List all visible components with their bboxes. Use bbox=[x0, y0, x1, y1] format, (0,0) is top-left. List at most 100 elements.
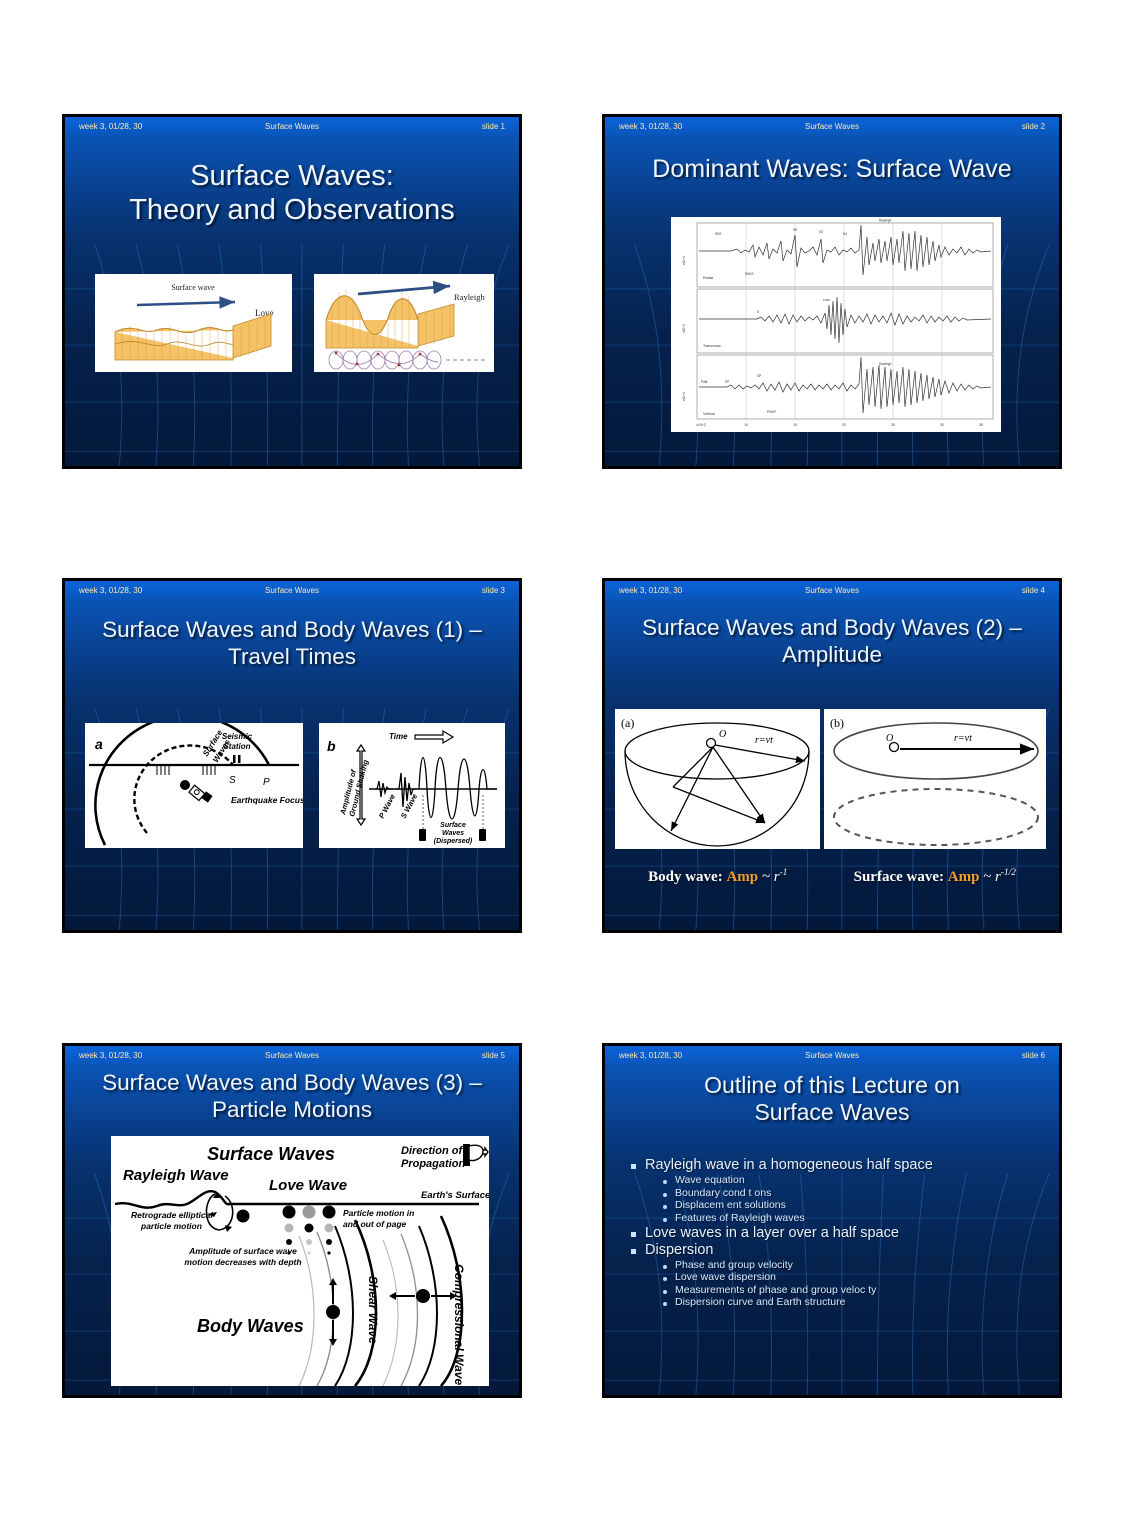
slide-title: Surface Waves: Theory and Observations bbox=[73, 159, 511, 227]
slide-header: week 3, 01/28, 30 Surface Waves slide 2 bbox=[605, 117, 1059, 135]
outline-subitem-1-4[interactable]: Features of Rayleigh waves bbox=[623, 1212, 1049, 1224]
surface-wave-exponent: -1/2 bbox=[1000, 868, 1016, 878]
header-left: week 3, 01/28, 30 bbox=[619, 121, 683, 131]
label-earthquake-focus: Earthquake Focus bbox=[231, 795, 303, 805]
slide-title-line-1: Outline of this Lecture on bbox=[704, 1072, 960, 1098]
slide-header: week 3, 01/28, 30 Surface Waves slide 4 bbox=[605, 581, 1059, 599]
phase-label-pdiff: Pdiff bbox=[701, 380, 707, 384]
outline-subitem-label: Wave equation bbox=[675, 1174, 745, 1186]
outline-subitem-label: Features of Rayleigh waves bbox=[675, 1211, 805, 1224]
dot-bullet-icon bbox=[663, 1302, 667, 1306]
phase-label-skks: SKKS bbox=[745, 272, 754, 276]
slide-title: Dominant Waves: Surface Wave bbox=[613, 155, 1051, 185]
outline-list: Rayleigh wave in a homogeneous half spac… bbox=[623, 1156, 1049, 1309]
outline-subitem-1-2[interactable]: Boundary cond t ons bbox=[623, 1187, 1049, 1199]
love-wave-particle-dots bbox=[282, 1205, 336, 1255]
outline-subitem-label: Displacem ent solutions bbox=[675, 1199, 786, 1211]
outline-item-3-label: Dispersion bbox=[645, 1241, 714, 1258]
label-o-b: O bbox=[886, 733, 893, 744]
svg-text:particle motion: particle motion bbox=[140, 1221, 202, 1231]
square-bullet-icon bbox=[631, 1248, 636, 1254]
slide-header: week 3, 01/28, 30 Surface Waves slide 6 bbox=[605, 1046, 1059, 1064]
slide-title-line-1: Surface Waves and Body Waves (3) – bbox=[102, 1070, 482, 1095]
panel-label-radial: Radial bbox=[703, 276, 713, 280]
header-center: Surface Waves bbox=[805, 585, 859, 595]
slide-title-line-2: Theory and Observations bbox=[129, 194, 455, 227]
outline-item-2-label: Love waves in a layer over a half space bbox=[645, 1224, 899, 1241]
y-unit-radial: x10+4 bbox=[682, 256, 686, 265]
outline-subitem-1-1[interactable]: Wave equation bbox=[623, 1174, 1049, 1186]
slide-title-line-1: Surface Waves and Body Waves (2) – bbox=[642, 615, 1022, 640]
panel-label-transverse: Transverse bbox=[703, 344, 721, 348]
outline-subitem-3-4[interactable]: Dispersion curve and Earth structure bbox=[623, 1296, 1049, 1308]
header-right: slide 3 bbox=[481, 585, 505, 595]
outline-item-1-label: Rayleigh wave in a homogeneous half spac… bbox=[645, 1157, 933, 1173]
body-wave-exponent: -1 bbox=[779, 868, 788, 878]
slide-title-line-1: Dominant Waves: Surface Wave bbox=[652, 155, 1012, 183]
slide-6[interactable]: week 3, 01/28, 30 Surface Waves slide 6 … bbox=[602, 1043, 1062, 1398]
header-left: week 3, 01/28, 30 bbox=[79, 585, 143, 595]
label-rayleigh-wave: Rayleigh Wave bbox=[123, 1167, 229, 1184]
surface-wave-label: Surface wave: bbox=[853, 869, 944, 885]
svg-text:Waves: Waves bbox=[442, 830, 464, 837]
outline-subitem-3-3[interactable]: Measurements of phase and group veloc ty bbox=[623, 1284, 1049, 1296]
panel-label-vertical: Vertical bbox=[703, 412, 715, 416]
label-shear-wave: Shear Wave bbox=[366, 1276, 380, 1344]
header-left: week 3, 01/28, 30 bbox=[79, 121, 143, 131]
panel-letter-a4: (a) bbox=[621, 716, 634, 730]
slide-1[interactable]: week 3, 01/28, 30 Surface Waves slide 1 … bbox=[62, 114, 522, 469]
header-right: slide 5 bbox=[481, 1050, 505, 1060]
label-body-waves: Body Waves bbox=[197, 1316, 304, 1336]
outline-item-1[interactable]: Rayleigh wave in a homogeneous half spac… bbox=[623, 1157, 1049, 1173]
slide-header: week 3, 01/28, 30 Surface Waves slide 1 bbox=[65, 117, 519, 135]
slide-title-line-1: Surface Waves: bbox=[190, 160, 394, 192]
outline-subitem-label: Phase and group velocity bbox=[675, 1258, 793, 1271]
body-wave-label: Body wave: bbox=[648, 869, 723, 885]
slide-3[interactable]: week 3, 01/28, 30 Surface Waves slide 3 … bbox=[62, 578, 522, 933]
label-compressional-wave: Compressional Wave bbox=[452, 1264, 466, 1385]
outline-subitem-3-1[interactable]: Phase and group velocity bbox=[623, 1259, 1049, 1271]
surface-wave-spreading-figure: (b) O r=vt bbox=[824, 709, 1046, 849]
svg-text:15: 15 bbox=[793, 423, 797, 427]
slide-5[interactable]: week 3, 01/28, 30 Surface Waves slide 5 … bbox=[62, 1043, 522, 1398]
rayleigh-wave-figure: Rayleigh bbox=[314, 274, 494, 372]
label-earths-surface: Earth's Surface bbox=[421, 1190, 489, 1201]
slide-4[interactable]: week 3, 01/28, 30 Surface Waves slide 4 … bbox=[602, 578, 1062, 933]
phase-label-sks: SKS bbox=[715, 232, 721, 236]
header-center: Surface Waves bbox=[265, 585, 319, 595]
slide-background bbox=[605, 1046, 1059, 1395]
dot-bullet-icon bbox=[663, 1217, 667, 1222]
svg-text:20: 20 bbox=[842, 423, 846, 427]
header-left: week 3, 01/28, 30 bbox=[619, 585, 683, 595]
label-particle-motion-page: Particle motion in bbox=[343, 1208, 414, 1218]
phase-label-ss: SS bbox=[793, 228, 797, 232]
slide-2[interactable]: week 3, 01/28, 30 Surface Waves slide 2 … bbox=[602, 114, 1062, 469]
label-o-a: O bbox=[719, 729, 726, 740]
slide-title: Surface Waves and Body Waves (2) – Ampli… bbox=[613, 615, 1051, 668]
pointing-hand-icon bbox=[468, 1144, 489, 1162]
outline-subitem-3-2[interactable]: Love wave dispersion bbox=[623, 1271, 1049, 1283]
wavefront-cross-section-figure: a Seismic Station Surface Waves bbox=[85, 723, 303, 848]
label-s-wave: S bbox=[229, 775, 236, 786]
panel-letter-a: a bbox=[95, 736, 103, 752]
dot-bullet-icon bbox=[663, 1205, 667, 1209]
surface-wave-rel: ~ r bbox=[983, 869, 1001, 885]
phase-label-rayleigh-r: Rayleigh bbox=[879, 219, 892, 223]
particle-orbit-row bbox=[328, 350, 486, 370]
body-wave-spreading-figure: (a) O r=vt bbox=[615, 709, 820, 849]
slide-title: Surface Waves and Body Waves (3) – Parti… bbox=[73, 1070, 511, 1123]
outline-subitem-1-3[interactable]: Displacem ent solutions bbox=[623, 1199, 1049, 1211]
body-wave-rel: ~ r bbox=[761, 869, 780, 885]
amplitude-caption: Body wave: Amp ~ r-1 Surface wave: Amp ~… bbox=[615, 868, 1049, 886]
svg-text:30: 30 bbox=[940, 423, 944, 427]
dot-bullet-icon bbox=[663, 1192, 667, 1197]
outline-item-3[interactable]: Dispersion bbox=[623, 1242, 1049, 1258]
header-center: Surface Waves bbox=[805, 121, 859, 131]
dot-bullet-icon bbox=[663, 1180, 667, 1184]
phase-label-love: Love bbox=[823, 298, 830, 302]
header-left: week 3, 01/28, 30 bbox=[619, 1050, 683, 1060]
square-bullet-icon bbox=[631, 1164, 636, 1169]
outline-item-2[interactable]: Love waves in a layer over a half space bbox=[623, 1225, 1049, 1241]
label-propagation: Propagation bbox=[401, 1158, 465, 1170]
